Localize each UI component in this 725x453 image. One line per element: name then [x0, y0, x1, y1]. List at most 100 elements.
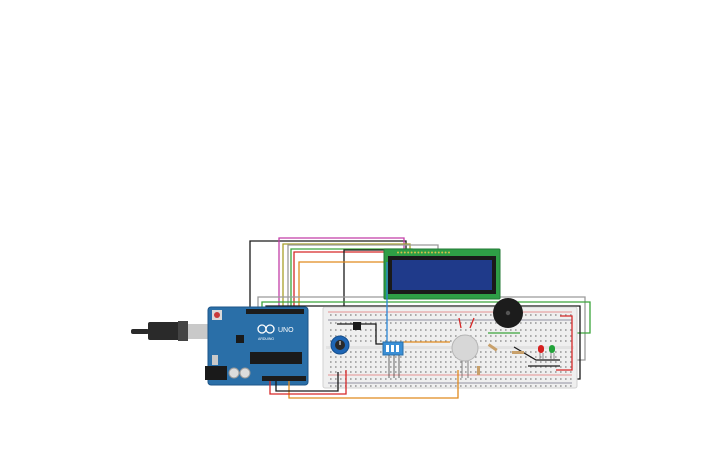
breadboard-hole [485, 314, 487, 316]
resistor-3[interactable] [477, 366, 480, 375]
breadboard-hole [440, 356, 442, 358]
breadboard-hole [495, 371, 497, 373]
wire-black-1[interactable] [249, 240, 407, 308]
breadboard-hole [345, 322, 347, 324]
reset-button-icon [214, 312, 220, 318]
wire-orange-2[interactable] [288, 370, 459, 399]
breadboard-hole [435, 351, 437, 353]
breadboard-hole [490, 366, 492, 368]
power-jack [205, 366, 227, 380]
temperature-sensor[interactable] [353, 322, 361, 330]
breadboard-hole [385, 356, 387, 358]
breadboard-hole [460, 361, 462, 363]
breadboard-hole [400, 340, 402, 342]
breadboard-hole [370, 351, 372, 353]
wire-red-1[interactable] [293, 251, 416, 310]
breadboard-hole [365, 371, 367, 373]
dip-switch[interactable] [382, 341, 404, 378]
wire-black-2[interactable] [343, 249, 402, 318]
breadboard-hole [350, 340, 352, 342]
breadboard-hole [365, 340, 367, 342]
breadboard-hole [505, 356, 507, 358]
dip-toggle-1[interactable] [386, 345, 389, 352]
breadboard-hole [365, 335, 367, 337]
red-led[interactable] [538, 345, 544, 360]
wire-red-3[interactable] [556, 315, 573, 371]
breadboard-hole [510, 351, 512, 353]
green-led[interactable] [549, 345, 555, 360]
breadboard-hole [500, 329, 502, 331]
breadboard-hole [350, 366, 352, 368]
breadboard-hole [555, 361, 557, 363]
breadboard-hole [450, 378, 452, 380]
breadboard-hole [530, 385, 532, 387]
breadboard-hole [430, 351, 432, 353]
wire-orange-1[interactable] [298, 261, 386, 310]
breadboard-hole [370, 371, 372, 373]
lcd-16x2[interactable] [383, 248, 501, 300]
breadboard-hole [330, 329, 332, 331]
breadboard-hole [515, 366, 517, 368]
dip-toggle-2[interactable] [391, 345, 394, 352]
breadboard-hole [385, 361, 387, 363]
piezo-buzzer[interactable] [493, 298, 523, 328]
usb-cable[interactable] [131, 321, 212, 341]
dip-toggle-3[interactable] [396, 345, 399, 352]
breadboard-hole [495, 329, 497, 331]
breadboard-hole [485, 356, 487, 358]
breadboard-hole [540, 356, 542, 358]
breadboard-hole [460, 322, 462, 324]
breadboard-hole [410, 340, 412, 342]
breadboard-hole [425, 385, 427, 387]
breadboard-hole [390, 335, 392, 337]
breadboard-hole [480, 378, 482, 380]
breadboard-hole [520, 322, 522, 324]
breadboard-hole [410, 361, 412, 363]
breadboard-hole [535, 356, 537, 358]
lcd-pin [431, 251, 433, 254]
breadboard-hole [500, 340, 502, 342]
breadboard-hole [500, 366, 502, 368]
ultrasonic-sensor[interactable] [451, 334, 479, 378]
breadboard-hole [535, 385, 537, 387]
usb-connector [178, 321, 188, 341]
breadboard-hole [505, 335, 507, 337]
breadboard-hole [470, 366, 472, 368]
breadboard-hole [465, 378, 467, 380]
wire-red-5[interactable] [469, 317, 475, 329]
wire-red-2[interactable] [269, 370, 347, 395]
arduino-uno[interactable]: UNO ARDUINO [205, 306, 309, 386]
breadboard-hole [505, 371, 507, 373]
breadboard-hole [430, 378, 432, 380]
breadboard-hole [330, 356, 332, 358]
breadboard-hole [495, 366, 497, 368]
breadboard-hole [525, 361, 527, 363]
wire-olive[interactable] [282, 243, 411, 310]
breadboard-hole [395, 314, 397, 316]
breadboard-hole [365, 356, 367, 358]
lcd-pin [437, 251, 440, 254]
breadboard-hole [390, 356, 392, 358]
wire-red-4[interactable] [458, 317, 462, 329]
resistor-1[interactable] [487, 343, 498, 352]
breadboard-holes [330, 314, 572, 387]
breadboard-hole [535, 314, 537, 316]
wire-black-4[interactable] [275, 372, 339, 392]
breadboard-hole [530, 335, 532, 337]
usb-metal-shell [188, 324, 212, 339]
breadboard-hole [465, 385, 467, 387]
breadboard-hole [415, 329, 417, 331]
breadboard-hole [370, 378, 372, 380]
breadboard-hole [375, 361, 377, 363]
breadboard-hole [425, 356, 427, 358]
breadboard-hole [505, 361, 507, 363]
resistor-2[interactable] [512, 351, 524, 354]
breadboard-hole [415, 356, 417, 358]
breadboard-hole [395, 361, 397, 363]
breadboard-hole [535, 340, 537, 342]
potentiometer[interactable] [330, 335, 350, 355]
breadboard-hole [430, 385, 432, 387]
breadboard-hole [545, 356, 547, 358]
breadboard-hole [485, 351, 487, 353]
breadboard-hole [485, 371, 487, 373]
